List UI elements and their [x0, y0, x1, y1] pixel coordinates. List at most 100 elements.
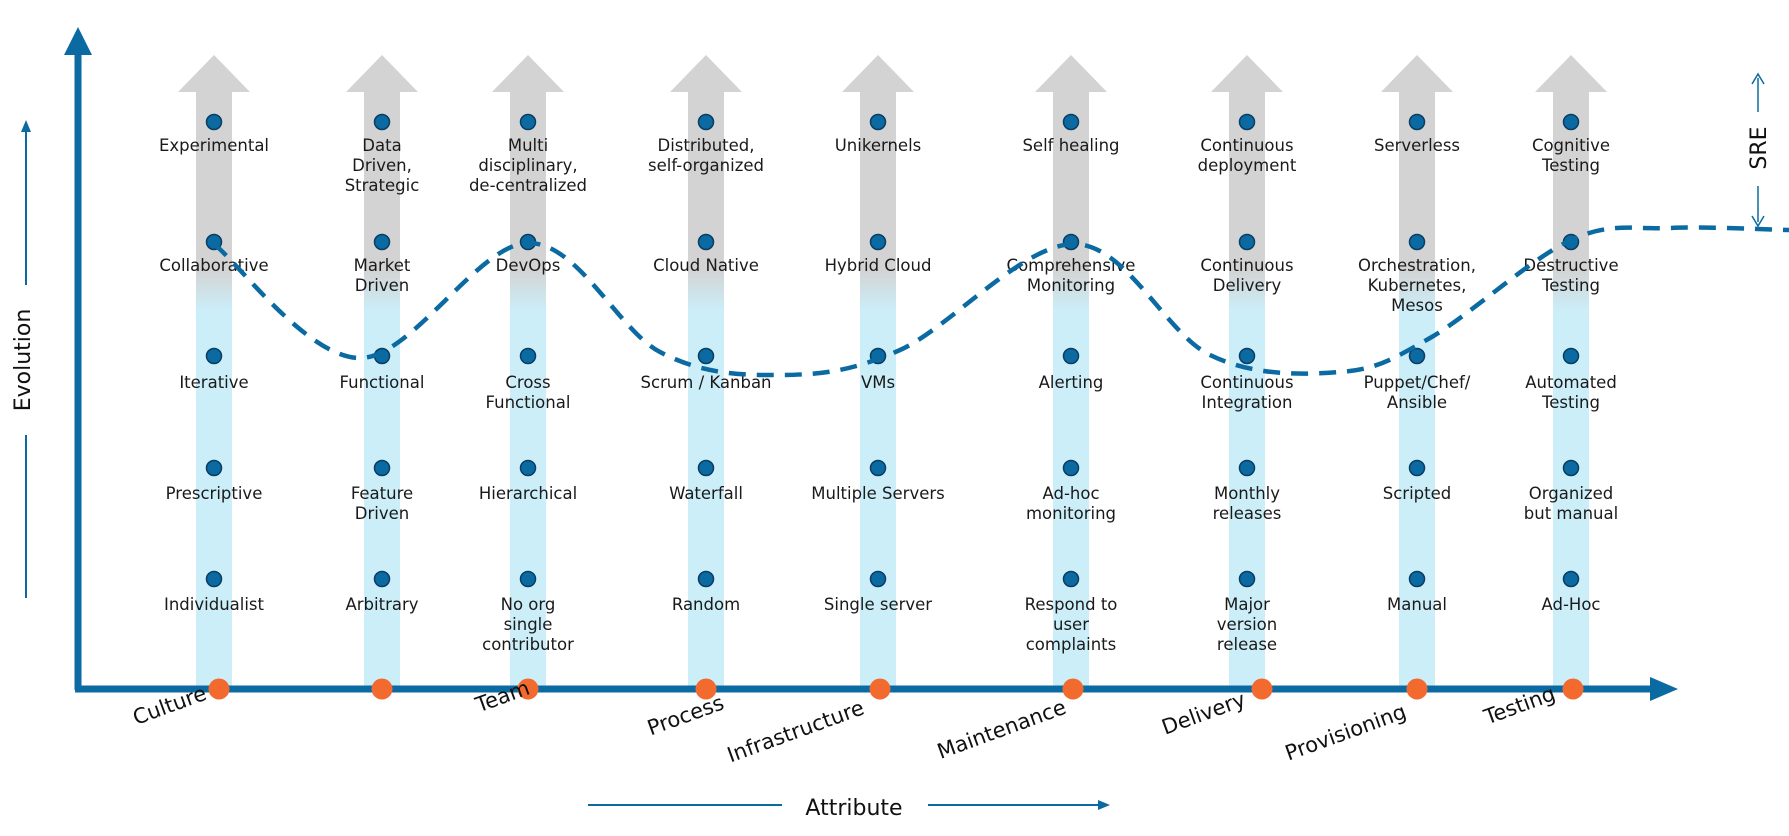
- y-axis-title: Evolution: [11, 309, 36, 412]
- level-label: Single server: [824, 595, 932, 614]
- column-band: [1399, 90, 1435, 688]
- category-label: Process: [644, 691, 727, 741]
- level-label: Waterfall: [669, 484, 743, 503]
- attribute-arrowhead: [1098, 800, 1110, 810]
- sre-label: SRE: [1747, 126, 1772, 169]
- sre-indicator: SRE: [1747, 72, 1772, 228]
- category-label: Delivery: [1159, 687, 1249, 739]
- level-dot: [697, 570, 715, 588]
- column-arrowhead: [1381, 55, 1453, 92]
- level-dot: [697, 459, 715, 477]
- level-dot: [373, 113, 391, 131]
- level-label: Random: [672, 595, 740, 614]
- level-dot: [697, 233, 715, 251]
- level-dot: [1562, 459, 1580, 477]
- level-dot: [869, 570, 887, 588]
- level-dot: [1062, 570, 1080, 588]
- level-dot: [1562, 113, 1580, 131]
- level-dot: [205, 570, 223, 588]
- column-band: [688, 90, 724, 688]
- category-dots: [208, 678, 1584, 700]
- level-label: Scrum / Kanban: [640, 373, 771, 392]
- level-dot: [1408, 570, 1426, 588]
- level-label: Iterative: [179, 373, 248, 392]
- level-label: Ad-Hoc: [1542, 595, 1601, 614]
- level-label: Hierarchical: [479, 484, 577, 503]
- column-arrowhead: [1535, 55, 1607, 92]
- level-dot: [519, 570, 537, 588]
- evolution-axis-title: Evolution: [11, 120, 36, 598]
- category-label: Team: [471, 676, 532, 718]
- category-dot: [517, 678, 539, 700]
- axes: [64, 27, 1678, 701]
- level-dot: [373, 233, 391, 251]
- level-label: Manual: [1387, 595, 1447, 614]
- level-dot: [1062, 459, 1080, 477]
- category-label: Maintenance: [934, 695, 1069, 764]
- column-arrowhead: [346, 55, 418, 92]
- level-label: Experimental: [159, 136, 269, 155]
- attribute-columns: IndividualistPrescriptiveIterativeCollab…: [159, 55, 1619, 688]
- sre-boundary-curve: [212, 225, 1789, 378]
- level-dot: [1238, 113, 1256, 131]
- column-arrowhead: [178, 55, 250, 92]
- level-dot: [205, 459, 223, 477]
- level-label: Functional: [340, 373, 425, 392]
- column-band: [1229, 90, 1265, 688]
- column-provisioning: ManualScriptedPuppet/Chef/AnsibleOrchest…: [1358, 55, 1476, 688]
- category-dot: [1562, 678, 1584, 700]
- level-label: Scripted: [1383, 484, 1451, 503]
- column-band: [1553, 90, 1589, 688]
- x-axis-title: Attribute: [805, 796, 902, 821]
- level-dot: [1238, 347, 1256, 365]
- level-label: DevOps: [496, 256, 561, 275]
- level-dot: [1238, 233, 1256, 251]
- level-dot: [1562, 570, 1580, 588]
- column-band: [364, 90, 400, 688]
- x-axis-arrowhead: [1650, 677, 1678, 701]
- evolution-arrowhead: [21, 120, 31, 132]
- y-axis-arrowhead: [64, 27, 92, 55]
- level-label: Individualist: [164, 595, 265, 614]
- level-dot: [1408, 459, 1426, 477]
- category-dot: [208, 678, 230, 700]
- category-dot: [695, 678, 717, 700]
- column-band: [510, 90, 546, 688]
- level-dot: [1408, 113, 1426, 131]
- sre-arrow-down-head: [1751, 215, 1765, 228]
- level-dot: [869, 233, 887, 251]
- sre-arrow-up-head: [1751, 72, 1765, 85]
- column-band: [1053, 90, 1089, 688]
- level-label: Hybrid Cloud: [825, 256, 932, 275]
- level-label: Collaborative: [159, 256, 268, 275]
- level-dot: [205, 347, 223, 365]
- level-label: VMs: [861, 373, 895, 392]
- level-label: Unikernels: [835, 136, 922, 155]
- level-dot: [1238, 459, 1256, 477]
- level-dot: [697, 113, 715, 131]
- column-band: [196, 90, 232, 688]
- category-dot: [371, 678, 393, 700]
- level-dot: [1062, 347, 1080, 365]
- level-label: Puppet/Chef/Ansible: [1364, 373, 1471, 412]
